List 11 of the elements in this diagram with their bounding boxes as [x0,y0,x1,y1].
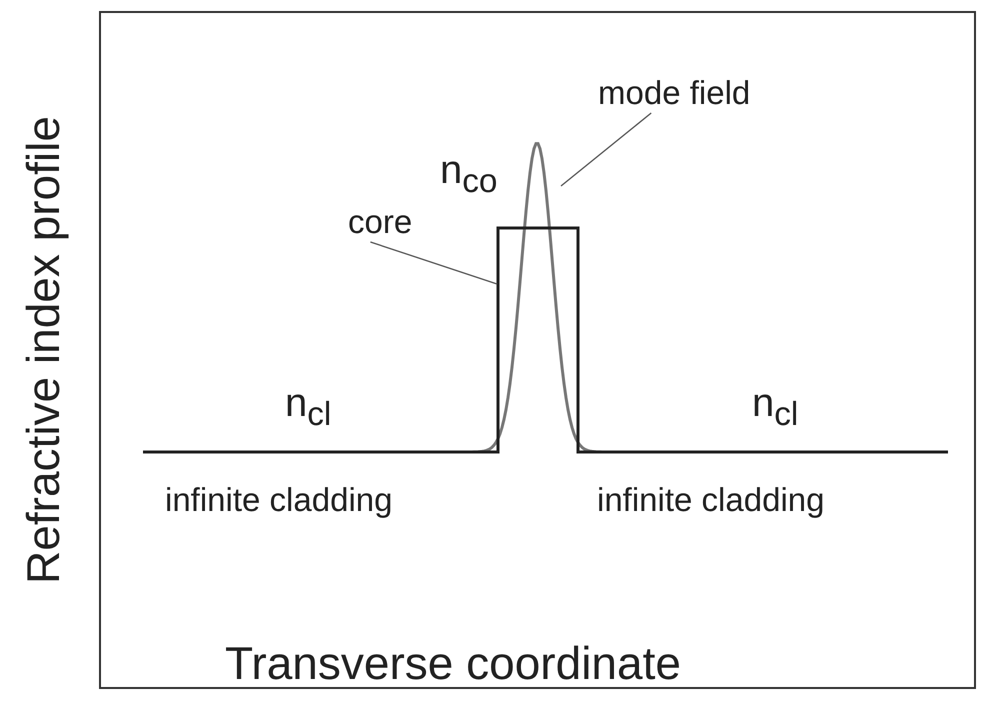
axis-title: Transverse coordinate [225,640,681,686]
leader-line [370,241,498,285]
index-symbol: n$_{co}$ [440,150,498,198]
index-symbol: n$_{cl}$ [752,383,798,432]
axis-title: Refractive index profile [20,116,66,584]
leader-line [560,112,652,186]
index-symbol: n$_{cl}$ [285,383,332,432]
region-label: infinite cladding [597,483,824,516]
callout-text: core [348,205,412,238]
region-label: infinite cladding [165,483,392,516]
callout-text: mode field [598,76,750,109]
